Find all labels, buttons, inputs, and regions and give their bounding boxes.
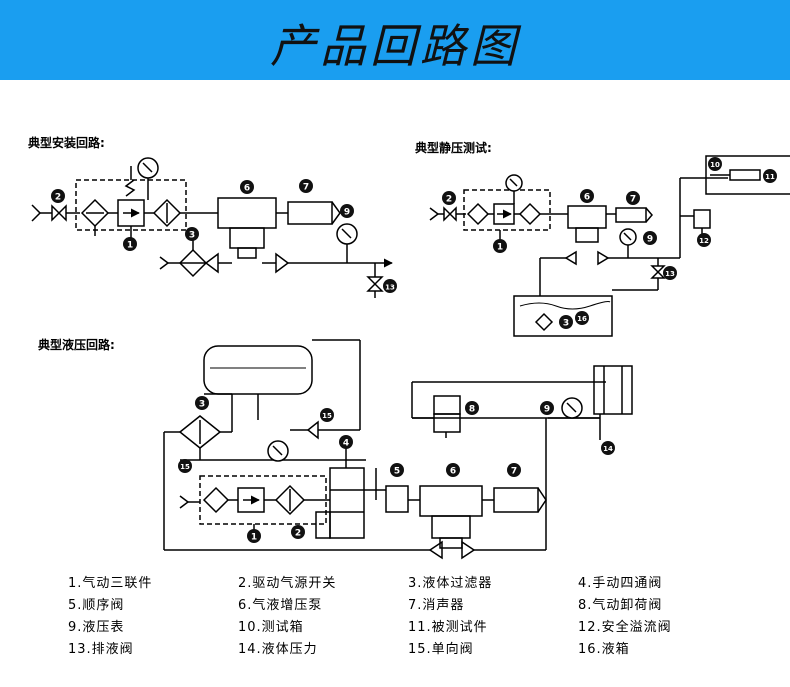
page-title: 产品回路图	[270, 19, 520, 73]
callout-3-static: 3	[559, 315, 573, 329]
callout-6-static: 6	[580, 189, 594, 203]
component-legend: 1.气动三联件 2.驱动气源开关 3.液体过滤器 4.手动四通阀 5.顺序阀 6…	[68, 572, 748, 660]
legend-item: 14.液体压力	[238, 642, 318, 657]
svg-text:13: 13	[385, 284, 395, 292]
svg-text:14: 14	[603, 445, 613, 453]
svg-text:2: 2	[55, 193, 61, 203]
callout-3-hydraulic: 3	[195, 396, 209, 410]
legend-item: 3.液体过滤器	[408, 576, 493, 591]
svg-text:3: 3	[189, 231, 195, 241]
callout-6-hydraulic: 6	[446, 463, 460, 477]
callout-2-install: 2	[51, 189, 65, 203]
svg-text:15: 15	[322, 412, 332, 420]
callout-1-hydraulic: 1	[247, 529, 261, 543]
svg-text:1: 1	[251, 533, 257, 543]
callout-12-static: 12	[697, 233, 711, 247]
legend-row: 5.顺序阀 6.气液增压泵 7.消声器 8.气动卸荷阀	[68, 594, 748, 616]
callout-1-install: 1	[123, 237, 137, 251]
legend-item: 1.气动三联件	[68, 576, 153, 591]
svg-text:6: 6	[244, 184, 250, 194]
callout-6-install: 6	[240, 180, 254, 194]
legend-row: 9.液压表 10.测试箱 11.被测试件 12.安全溢流阀	[68, 616, 748, 638]
svg-text:10: 10	[710, 161, 720, 169]
svg-text:12: 12	[699, 237, 709, 245]
legend-item: 8.气动卸荷阀	[578, 598, 663, 613]
legend-row: 13.排液阀 14.液体压力 15.单向阀 16.液箱	[68, 638, 748, 660]
callout-11-static: 11	[763, 169, 777, 183]
legend-item: 2.驱动气源开关	[238, 576, 337, 591]
svg-text:7: 7	[303, 183, 309, 193]
callout-14-hydraulic: 14	[601, 441, 615, 455]
legend-item: 12.安全溢流阀	[578, 620, 672, 635]
callout-3-install: 3	[185, 227, 199, 241]
svg-text:8: 8	[469, 405, 475, 415]
callout-8-hydraulic: 8	[465, 401, 479, 415]
callout-15-hydraulic-b: 15	[178, 459, 192, 473]
install-circuit	[31, 166, 393, 298]
callout-13-install: 13	[383, 279, 397, 293]
legend-item: 5.顺序阀	[68, 598, 125, 613]
svg-text:11: 11	[765, 173, 775, 181]
legend-item: 15.单向阀	[408, 642, 474, 657]
header-banner: 产品回路图	[0, 0, 790, 80]
svg-text:2: 2	[446, 195, 452, 205]
legend-row: 1.气动三联件 2.驱动气源开关 3.液体过滤器 4.手动四通阀	[68, 572, 748, 594]
svg-text:3: 3	[199, 400, 205, 410]
svg-text:15: 15	[180, 463, 190, 471]
legend-item: 9.液压表	[68, 620, 125, 635]
svg-text:13: 13	[665, 270, 675, 278]
svg-text:3: 3	[563, 319, 569, 329]
legend-item: 7.消声器	[408, 598, 465, 613]
legend-item: 4.手动四通阀	[578, 576, 663, 591]
section-label-install: 典型安装回路:	[28, 136, 105, 150]
svg-text:9: 9	[647, 235, 653, 245]
svg-text:9: 9	[344, 208, 350, 218]
section-label-hydraulic: 典型液压回路:	[38, 338, 115, 352]
callout-4-hydraulic: 4	[339, 435, 353, 449]
svg-text:7: 7	[511, 467, 517, 477]
svg-text:2: 2	[295, 529, 301, 539]
callout-2-hydraulic: 2	[291, 525, 305, 539]
callout-7-hydraulic: 7	[507, 463, 521, 477]
svg-text:1: 1	[497, 243, 503, 253]
callout-15-hydraulic-a: 15	[320, 408, 334, 422]
callout-13-static: 13	[663, 266, 677, 280]
svg-text:1: 1	[127, 241, 133, 251]
section-label-static-test: 典型静压测试:	[415, 141, 492, 155]
legend-item: 13.排液阀	[68, 642, 134, 657]
legend-item: 11.被测试件	[408, 620, 488, 635]
svg-text:9: 9	[544, 405, 550, 415]
svg-text:6: 6	[584, 193, 590, 203]
svg-text:5: 5	[394, 467, 400, 477]
svg-text:16: 16	[577, 315, 587, 323]
callout-1-static: 1	[493, 239, 507, 253]
svg-text:7: 7	[630, 195, 636, 205]
legend-item: 6.气液增压泵	[238, 598, 323, 613]
callout-2-static: 2	[442, 191, 456, 205]
callout-7-static: 7	[626, 191, 640, 205]
callout-16-static: 16	[575, 311, 589, 325]
svg-text:4: 4	[343, 439, 349, 449]
svg-text:6: 6	[450, 467, 456, 477]
static-test-circuit	[429, 155, 790, 337]
callout-10-static: 10	[708, 157, 722, 171]
callout-9-static: 9	[643, 231, 657, 245]
callout-5-hydraulic: 5	[390, 463, 404, 477]
callout-9-install: 9	[340, 204, 354, 218]
callout-9-hydraulic: 9	[540, 401, 554, 415]
legend-item: 10.测试箱	[238, 620, 304, 635]
callout-7-install: 7	[299, 179, 313, 193]
legend-item: 16.液箱	[578, 642, 630, 657]
